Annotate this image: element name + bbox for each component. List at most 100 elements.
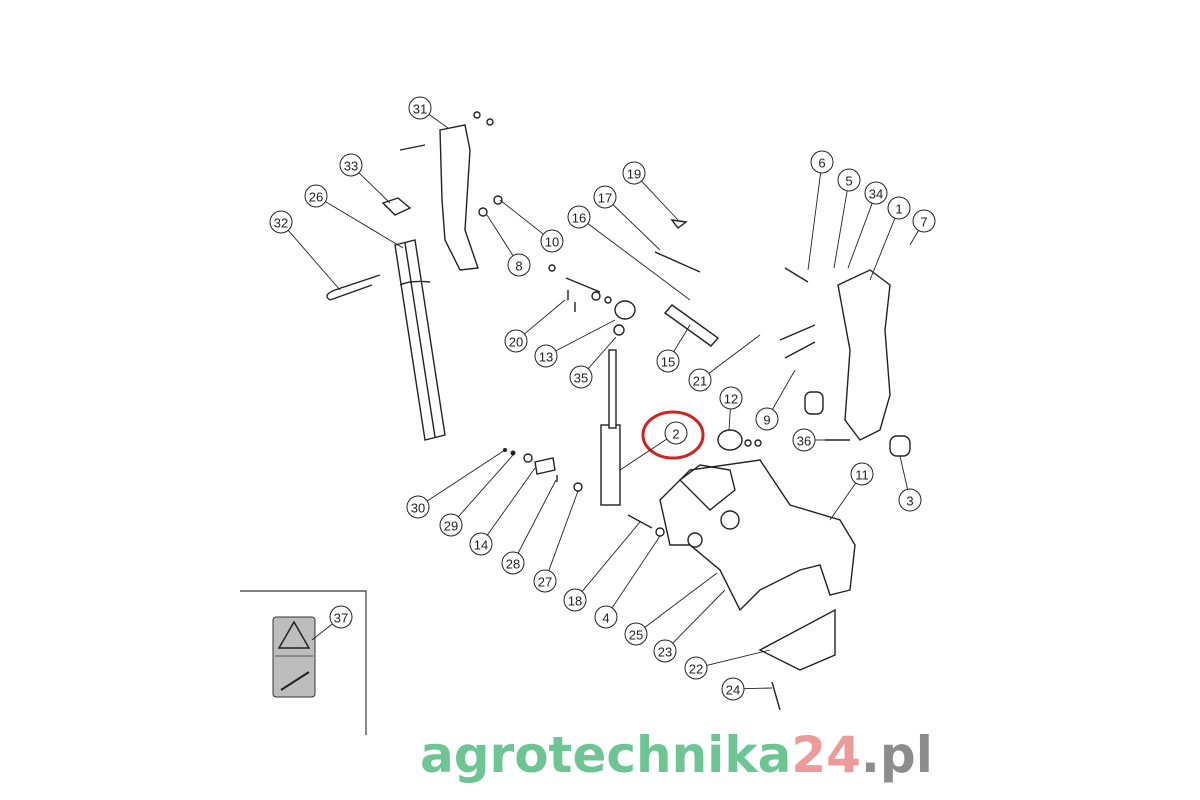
callout-number: 17 (598, 191, 612, 206)
callout-number: 18 (568, 594, 582, 609)
leader-line (555, 319, 616, 352)
callout-bubble (594, 605, 618, 629)
leader-line (807, 172, 822, 271)
callout-part-22: 22 (684, 649, 771, 680)
callout-part-2: 2 (619, 421, 688, 471)
callout-bubble (406, 495, 430, 519)
cone-part-12 (717, 429, 743, 451)
callout-bubble (864, 181, 888, 205)
callout-number: 26 (309, 190, 323, 205)
pin-part-15 (663, 304, 720, 347)
callout-part-6: 6 (807, 150, 834, 271)
leader-line (612, 204, 661, 251)
callout-bubble (269, 210, 293, 234)
warning-label-part-37 (272, 616, 316, 698)
callout-number: 2 (672, 427, 679, 442)
leader-line (325, 201, 404, 249)
callout-bubble (507, 253, 531, 277)
bush-part-13 (614, 300, 636, 320)
leader-line (829, 482, 857, 521)
callout-part-16: 16 (567, 205, 691, 301)
leader-line (743, 687, 773, 690)
callout-part-33: 33 (339, 153, 391, 204)
leader-line (847, 203, 873, 269)
frame-part-11 (659, 459, 856, 612)
watermark: agrotechnika24.pl (420, 726, 933, 784)
callout-part-29: 29 (439, 454, 514, 537)
callout-part-18: 18 (563, 521, 641, 612)
plate-part-22 (758, 608, 836, 671)
bracket-part-31 (439, 124, 479, 271)
callout-number: 10 (545, 235, 559, 250)
callout-number: 22 (689, 662, 703, 677)
callout-bubble (439, 513, 463, 537)
parts (326, 111, 911, 711)
watermark-part1: agrotechnika (420, 726, 791, 784)
callout-part-13: 13 (534, 319, 616, 368)
callout-bubble (304, 184, 328, 208)
leader-line (644, 572, 718, 628)
callout-part-24: 24 (721, 677, 773, 701)
callout-part-9: 9 (755, 369, 796, 431)
callout-part-28: 28 (501, 479, 557, 575)
leader-line (358, 172, 391, 204)
callout-part-37: 37 (311, 605, 353, 641)
callout-number: 1 (895, 202, 902, 217)
leader-line (487, 467, 536, 536)
callout-bubble (329, 605, 353, 629)
callout-part-32: 32 (269, 210, 341, 291)
callout-number: 12 (724, 392, 738, 407)
callout-part-12: 12 (719, 386, 743, 431)
callout-bubble (719, 386, 743, 410)
arm-part-1 (837, 269, 891, 441)
callout-bubble (688, 368, 712, 392)
callout-number: 34 (869, 187, 883, 202)
callout-bubble (792, 428, 816, 452)
callout-number: 15 (661, 355, 675, 370)
callout-number: 25 (629, 628, 643, 643)
leader-line (772, 369, 796, 410)
callout-bubble (850, 462, 874, 486)
callout-number: 9 (763, 413, 770, 428)
leader-line (587, 336, 617, 370)
callout-bubble (339, 153, 363, 177)
callout-bubble (567, 205, 591, 229)
callout-bubble (624, 622, 648, 646)
leader-line (426, 449, 506, 502)
leader-line (499, 199, 544, 235)
callout-part-4: 4 (594, 535, 661, 629)
callout-number: 23 (658, 645, 672, 660)
callout-bubble (469, 532, 493, 556)
callout-number: 35 (574, 371, 588, 386)
callout-bubble (408, 96, 432, 120)
leader-line (611, 535, 661, 609)
callout-bubble (721, 677, 745, 701)
callout-part-31: 31 (408, 96, 449, 129)
leader-line (287, 230, 341, 291)
leader-line (548, 490, 579, 571)
callout-bubble (501, 551, 525, 575)
callout-number: 24 (726, 683, 740, 698)
callout-part-19: 19 (622, 161, 679, 221)
callout-bubble (837, 168, 861, 192)
callout-number: 8 (515, 259, 522, 274)
callout-bubble (912, 209, 936, 233)
leader-line (619, 438, 668, 471)
leader-line (428, 114, 449, 129)
callout-part-17: 17 (593, 185, 661, 251)
leader-line (641, 180, 679, 221)
callout-bubble (593, 185, 617, 209)
leader-line (899, 455, 909, 490)
callout-number: 14 (474, 538, 488, 553)
bush-part-3 (889, 435, 911, 457)
callout-number: 4 (602, 611, 609, 626)
callout-number: 5 (845, 174, 852, 189)
callout-part-15: 15 (656, 324, 691, 373)
callout-part-36: 36 (792, 428, 825, 452)
callout-bubble (569, 365, 593, 389)
callout-number: 11 (855, 468, 869, 483)
callout-number: 32 (274, 216, 288, 231)
callout-part-21: 21 (688, 334, 761, 392)
callout-part-3: 3 (898, 455, 922, 512)
callout-bubble (504, 329, 528, 353)
